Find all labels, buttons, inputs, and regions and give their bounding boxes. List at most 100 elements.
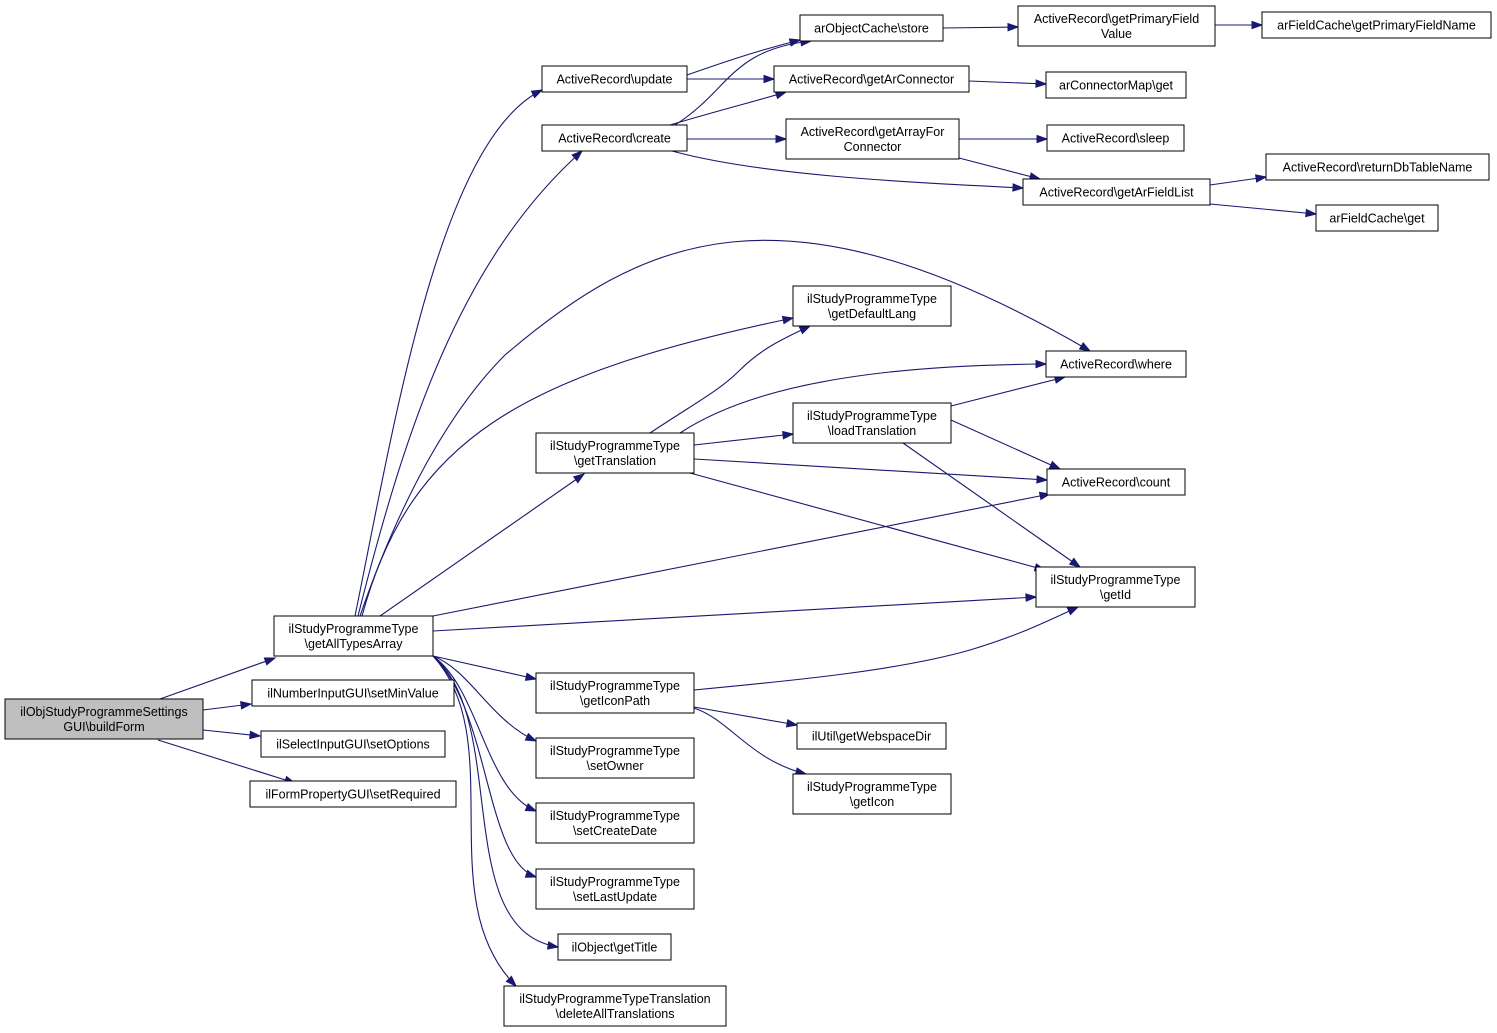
node-label-update-0: ActiveRecord\update (556, 73, 672, 87)
node-label-loadTranslation-1: \loadTranslation (828, 424, 917, 438)
node-where[interactable]: ActiveRecord\where (1045, 350, 1187, 378)
node-label-getArrayForConnector-0: ActiveRecord\getArrayFor (801, 125, 945, 139)
edge-getAllTypesArray-to-create (357, 150, 584, 617)
node-label-getIcon-0: ilStudyProgrammeType (807, 780, 937, 794)
node-setMinValue[interactable]: ilNumberInputGUI\setMinValue (251, 679, 455, 707)
node-label-getIcon-1: \getIcon (850, 795, 895, 809)
node-setOwner[interactable]: ilStudyProgrammeType\setOwner (535, 737, 695, 779)
node-label-store-0: arObjectCache\store (814, 22, 929, 36)
node-arConnectorMapGet[interactable]: arConnectorMap\get (1045, 71, 1187, 99)
node-label-getTranslation-1: \getTranslation (574, 454, 656, 468)
edge-getAllTypesArray-to-deleteAllTranslations (432, 655, 518, 988)
node-getId[interactable]: ilStudyProgrammeType\getId (1035, 566, 1196, 608)
node-label-getAllTypesArray-0: ilStudyProgrammeType (289, 622, 419, 636)
edge-getArConnector-to-arConnectorMapGet (968, 79, 1048, 88)
node-label-getIconPath-0: ilStudyProgrammeType (550, 679, 680, 693)
edge-getArrayForConnector-to-getArFieldList (958, 157, 1042, 181)
node-label-getArConnector-0: ActiveRecord\getArConnector (789, 73, 954, 87)
edge-update-to-getArConnector (687, 74, 776, 84)
edge-root-to-setMinValue (202, 701, 253, 711)
node-label-setMinValue-0: ilNumberInputGUI\setMinValue (267, 687, 438, 701)
node-label-getTitle-0: ilObject\getTitle (572, 941, 658, 955)
node-label-sleep-0: ActiveRecord\sleep (1062, 132, 1170, 146)
node-label-getPrimaryFieldValue-0: ActiveRecord\getPrimaryField (1034, 12, 1199, 26)
node-sleep[interactable]: ActiveRecord\sleep (1046, 124, 1185, 152)
node-getTranslation[interactable]: ilStudyProgrammeType\getTranslation (535, 432, 695, 474)
node-label-getAllTypesArray-1: \getAllTypesArray (305, 637, 404, 651)
node-label-getArFieldList-0: ActiveRecord\getArFieldList (1039, 186, 1194, 200)
edge-create-to-getArrayForConnector (687, 134, 788, 144)
node-label-getPrimaryFieldName-0: arFieldCache\getPrimaryFieldName (1277, 19, 1476, 33)
node-label-setOptions-0: ilSelectInputGUI\setOptions (276, 738, 430, 752)
edge-getIconPath-to-getWebspaceDir (693, 706, 799, 728)
node-getAllTypesArray[interactable]: ilStudyProgrammeType\getAllTypesArray (273, 615, 434, 657)
node-setOptions[interactable]: ilSelectInputGUI\setOptions (260, 730, 446, 758)
node-label-getDefaultLang-1: \getDefaultLang (828, 307, 916, 321)
edge-getTranslation-to-where (679, 359, 1048, 434)
edge-getAllTypesArray-to-getTitle (432, 655, 560, 950)
node-setCreateDate[interactable]: ilStudyProgrammeType\setCreateDate (535, 802, 695, 844)
edge-loadTranslation-to-getId (902, 442, 1082, 568)
edge-getAllTypesArray-to-getDefaultLang (361, 315, 795, 617)
node-count[interactable]: ActiveRecord\count (1046, 468, 1186, 496)
node-label-deleteAllTranslations-0: ilStudyProgrammeTypeTranslation (519, 992, 710, 1006)
node-label-returnDbTableName-0: ActiveRecord\returnDbTableName (1283, 161, 1473, 175)
edge-getTranslation-to-getId (689, 472, 1047, 572)
node-label-getTranslation-0: ilStudyProgrammeType (550, 439, 680, 453)
node-setRequired[interactable]: ilFormPropertyGUI\setRequired (249, 780, 457, 808)
node-label-loadTranslation-0: ilStudyProgrammeType (807, 409, 937, 423)
edge-create-to-getArConnector (669, 90, 788, 126)
edge-getIconPath-to-getId (693, 606, 1080, 691)
node-label-getIconPath-1: \getIconPath (580, 694, 650, 708)
edge-getAllTypesArray-to-update (354, 89, 544, 617)
node-getArConnector[interactable]: ActiveRecord\getArConnector (773, 65, 970, 93)
edge-getAllTypesArray-to-where (359, 239, 1092, 617)
node-label-deleteAllTranslations-1: \deleteAllTranslations (555, 1007, 674, 1021)
node-label-create-0: ActiveRecord\create (558, 132, 671, 146)
node-label-setLastUpdate-0: ilStudyProgrammeType (550, 875, 680, 889)
edge-getAllTypesArray-to-getIconPath (432, 655, 538, 681)
edge-getAllTypesArray-to-count (432, 491, 1052, 617)
node-label-setCreateDate-1: \setCreateDate (573, 824, 657, 838)
edge-getAllTypesArray-to-setCreateDate (432, 655, 538, 812)
node-label-root-0: ilObjStudyProgrammeSettings (20, 705, 187, 719)
node-label-getPrimaryFieldValue-1: Value (1101, 27, 1132, 41)
node-getTitle[interactable]: ilObject\getTitle (557, 933, 672, 961)
edge-getTranslation-to-getDefaultLang (649, 325, 812, 434)
edge-root-to-getAllTypesArray (159, 657, 277, 700)
node-loadTranslation[interactable]: ilStudyProgrammeType\loadTranslation (792, 402, 952, 444)
edge-getPrimaryFieldValue-to-getPrimaryFieldName (1215, 20, 1264, 30)
node-label-getId-0: ilStudyProgrammeType (1051, 573, 1181, 587)
node-label-where-0: ActiveRecord\where (1060, 358, 1172, 372)
node-deleteAllTranslations[interactable]: ilStudyProgrammeTypeTranslation\deleteAl… (503, 985, 727, 1027)
edge-getTranslation-to-loadTranslation (693, 430, 795, 446)
node-getIcon[interactable]: ilStudyProgrammeType\getIcon (792, 773, 952, 815)
edge-getAllTypesArray-to-getTranslation (379, 473, 586, 617)
edge-getArrayForConnector-to-sleep (959, 134, 1049, 144)
edge-create-to-getArFieldList (671, 150, 1025, 192)
node-getDefaultLang[interactable]: ilStudyProgrammeType\getDefaultLang (792, 285, 952, 327)
node-getPrimaryFieldName[interactable]: arFieldCache\getPrimaryFieldName (1261, 11, 1492, 39)
node-label-setOwner-1: \setOwner (587, 759, 644, 773)
node-label-root-1: GUI\buildForm (63, 720, 144, 734)
node-getWebspaceDir[interactable]: ilUtil\getWebspaceDir (796, 722, 947, 750)
edge-loadTranslation-to-where (950, 375, 1067, 407)
edge-getArFieldList-to-arFieldCacheGet (1209, 203, 1318, 218)
node-label-arConnectorMapGet-0: arConnectorMap\get (1059, 79, 1173, 93)
node-label-setRequired-0: ilFormPropertyGUI\setRequired (265, 788, 440, 802)
node-getIconPath[interactable]: ilStudyProgrammeType\getIconPath (535, 672, 695, 714)
node-create[interactable]: ActiveRecord\create (541, 124, 688, 152)
node-store[interactable]: arObjectCache\store (799, 14, 944, 42)
node-getArFieldList[interactable]: ActiveRecord\getArFieldList (1022, 178, 1211, 206)
edge-getAllTypesArray-to-setOwner (432, 655, 538, 742)
node-arFieldCacheGet[interactable]: arFieldCache\get (1315, 204, 1439, 232)
edge-getTranslation-to-count (693, 458, 1049, 484)
edge-getIconPath-to-getIcon (693, 707, 808, 776)
node-update[interactable]: ActiveRecord\update (541, 65, 688, 93)
node-setLastUpdate[interactable]: ilStudyProgrammeType\setLastUpdate (535, 868, 695, 910)
node-returnDbTableName[interactable]: ActiveRecord\returnDbTableName (1265, 153, 1490, 181)
